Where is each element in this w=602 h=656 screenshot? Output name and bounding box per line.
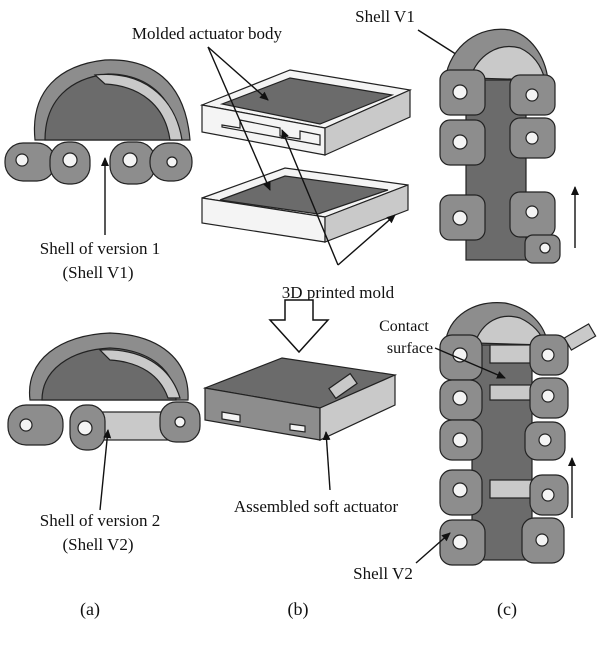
shell-v1-top-label: Shell V1: [355, 7, 415, 26]
actuator-shell-v1-assembly: [439, 28, 561, 264]
mold-lower: [201, 167, 409, 243]
shell-v2-bottom-label: Shell V2: [353, 564, 413, 583]
shell-v2-bottom-pointer: [415, 532, 451, 564]
printed-mold-label: 3D printed mold: [282, 283, 395, 302]
down-arrow-icon: [268, 299, 330, 354]
panel-label-a: (a): [80, 599, 100, 620]
assembled-actuator-model: [202, 357, 398, 441]
shell-v2-caption-line2: (Shell V2): [63, 535, 134, 554]
contact-surface-pointer: [434, 347, 506, 379]
shell-v1-model: [4, 59, 193, 185]
assembled-pointer: [322, 431, 331, 491]
shell-v1-caption-line2: (Shell V1): [63, 263, 134, 282]
panel-label-c: (c): [497, 599, 517, 620]
shell-v2-model: [7, 332, 201, 451]
molded-actuator-body-label: Molded actuator body: [132, 24, 283, 43]
panel-label-b: (b): [288, 599, 309, 620]
printed-mold-pointer-2: [337, 214, 396, 266]
contact-surface-label-line1: Contact: [379, 318, 429, 335]
molded-body-pointer-1: [207, 46, 269, 101]
molded-body-pointer-2: [207, 46, 271, 191]
contact-surface-label-line2: surface: [387, 340, 433, 357]
shell-v1-caption-line1: Shell of version 1: [40, 239, 160, 258]
shell-v2-caption-line1: Shell of version 2: [40, 511, 160, 530]
assembled-actuator-label: Assembled soft actuator: [234, 497, 399, 516]
printed-mold-pointer-1: [281, 129, 339, 266]
shell-v2-pointer: [99, 429, 112, 511]
actuator-shell-v2-assembly: [439, 302, 597, 566]
mold-upper: [199, 69, 413, 156]
